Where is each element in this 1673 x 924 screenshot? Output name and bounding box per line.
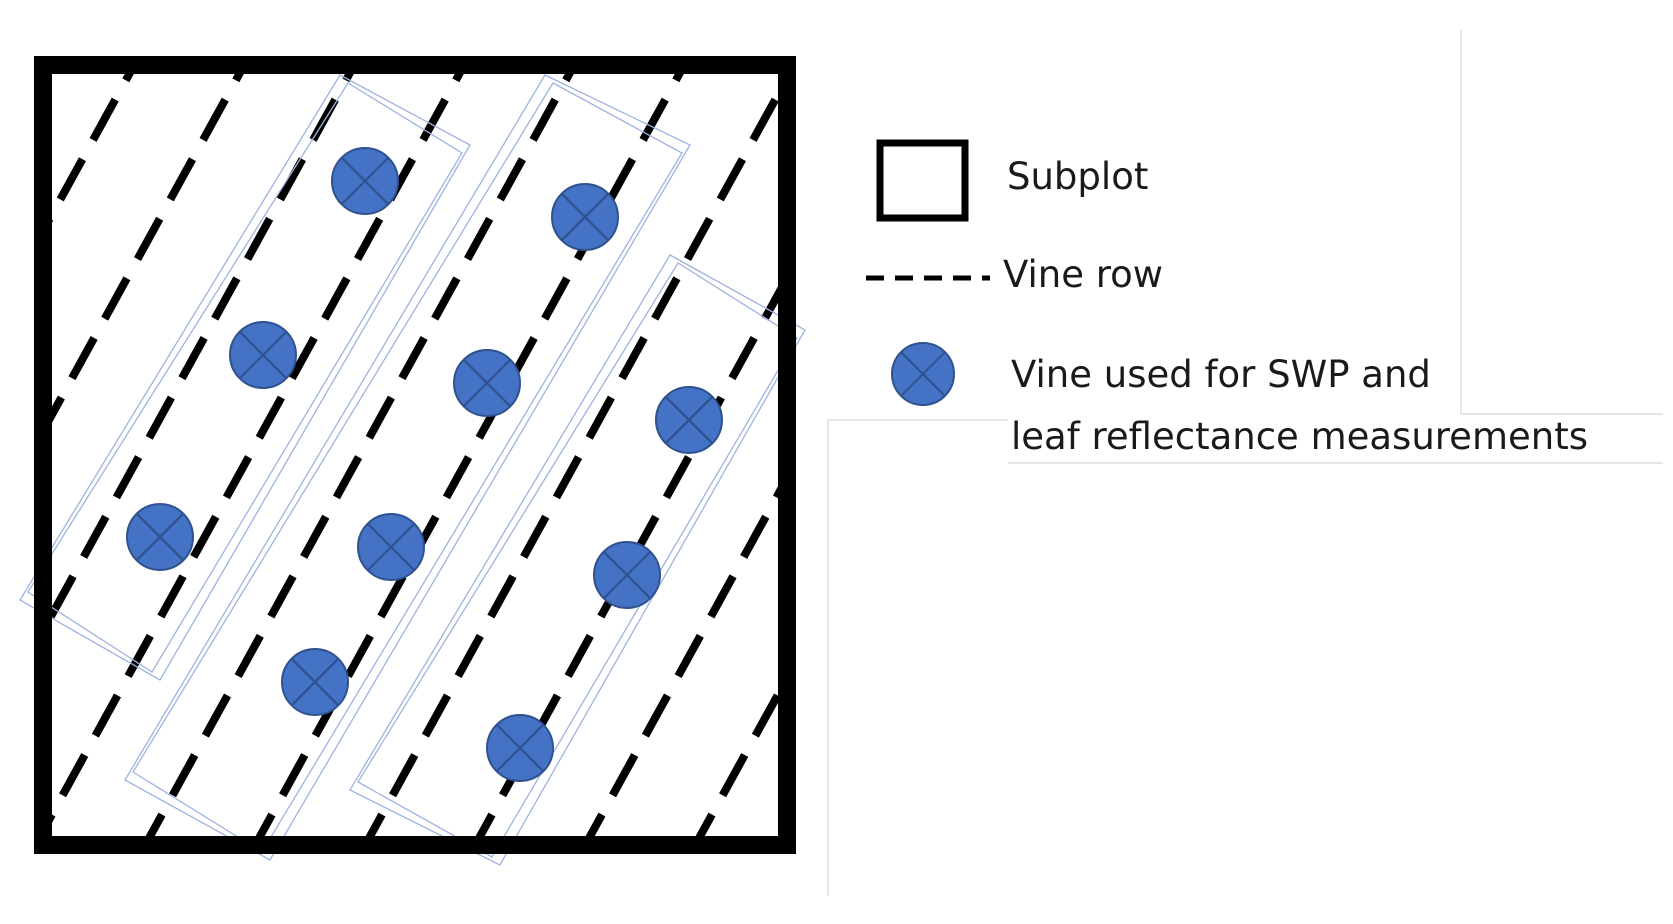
vine-row-6 bbox=[255, 74, 684, 836]
sample-group-outline-3 bbox=[349, 254, 806, 866]
sample-group-outline-2 bbox=[124, 74, 691, 861]
vine-row-2 bbox=[52, 74, 244, 423]
sample-vine-marker-6 bbox=[126, 503, 194, 571]
subplot-legend-icon bbox=[876, 139, 969, 222]
sample-group-outline-3 bbox=[357, 262, 798, 858]
subplot-frame bbox=[34, 56, 796, 854]
legend-sample-vine-label-line1: Vine used for SWP and bbox=[1011, 353, 1431, 396]
crop-artifact-lines bbox=[827, 30, 1663, 896]
sample-vine-marker-4 bbox=[453, 349, 521, 417]
legend-subplot-label: Subplot bbox=[1007, 155, 1149, 198]
vine-row-9 bbox=[585, 486, 778, 836]
sample-vine-marker-10 bbox=[486, 714, 554, 782]
vine-row-1 bbox=[52, 74, 134, 223]
sample-vine-marker-9 bbox=[281, 648, 349, 716]
sample-vine-marker-7 bbox=[357, 513, 425, 581]
vine-rows bbox=[52, 74, 778, 836]
vine-row-4 bbox=[52, 74, 464, 823]
legend-vine-row-label: Vine row bbox=[1003, 253, 1164, 296]
sample-vine-marker-8 bbox=[593, 541, 661, 609]
vine-row-7 bbox=[365, 86, 778, 836]
vine-row-5 bbox=[145, 74, 574, 836]
sample-row-groups bbox=[19, 74, 806, 866]
sample-vine-marker-3 bbox=[229, 321, 297, 389]
legend-sample-vine-label-line2: leaf reflectance measurements bbox=[1011, 415, 1588, 458]
sample-vine-markers bbox=[126, 147, 723, 782]
sample-vine-marker-1 bbox=[331, 147, 399, 215]
sample-vine-marker-5 bbox=[655, 386, 723, 454]
vine-row-8 bbox=[475, 286, 778, 836]
vine-row-3 bbox=[52, 74, 354, 623]
sample-vine-legend-icon bbox=[891, 342, 955, 406]
sample-vine-marker-2 bbox=[551, 183, 619, 251]
sample-group-outline-1 bbox=[19, 74, 471, 681]
sample-group-outline-1 bbox=[27, 82, 463, 673]
